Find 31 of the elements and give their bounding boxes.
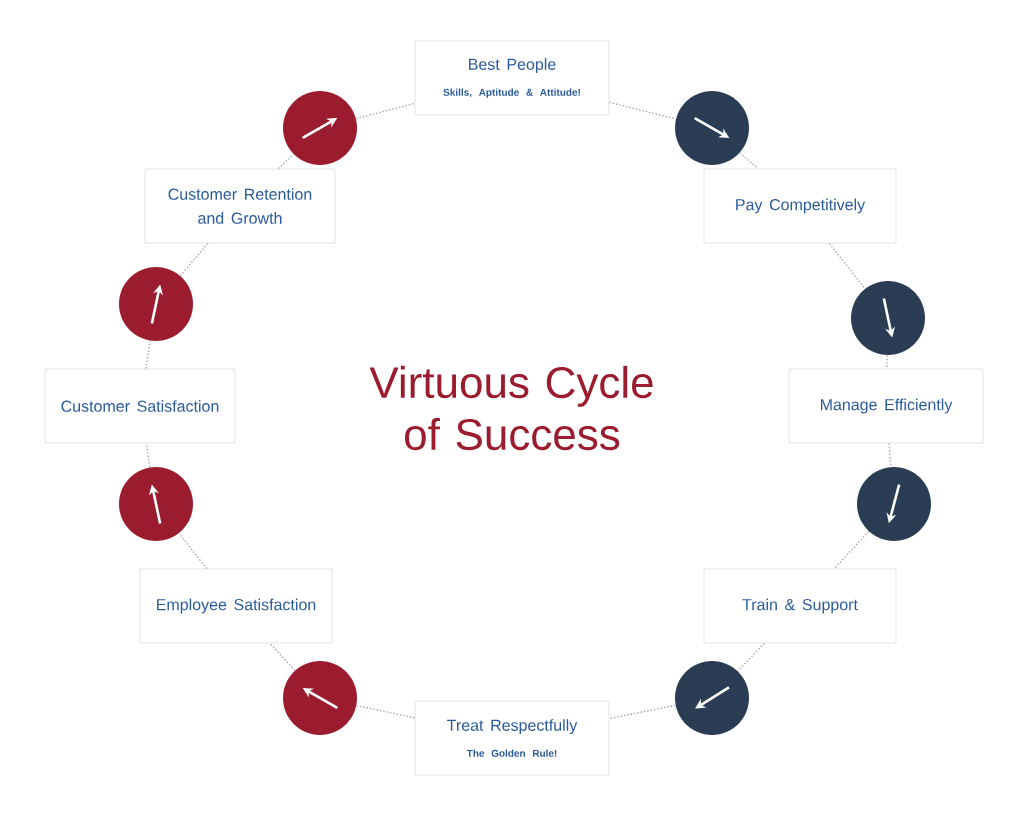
circle-badge xyxy=(119,467,193,541)
connector xyxy=(739,152,759,170)
connector xyxy=(828,242,866,290)
connector xyxy=(145,340,151,370)
connector xyxy=(888,442,892,468)
circle-badge xyxy=(675,91,749,165)
connector xyxy=(608,704,677,720)
step-box: Manage Efficiently xyxy=(788,368,984,444)
step-box: Train & Support xyxy=(703,568,897,644)
step-box: Pay Competitively xyxy=(703,168,897,244)
step-box: Employee Satisfaction xyxy=(139,568,333,644)
circle-badge xyxy=(851,281,925,355)
connector xyxy=(179,242,209,277)
circle-badge xyxy=(119,267,193,341)
step-box: Customer Satisfaction xyxy=(44,368,236,444)
circle-badge xyxy=(283,91,357,165)
connector xyxy=(737,642,765,672)
connector xyxy=(277,153,294,170)
connector xyxy=(145,442,151,468)
step-box: Customer Retention and Growth xyxy=(144,168,336,244)
connector xyxy=(886,354,888,370)
title: Virtuous Cycle of Success xyxy=(369,365,653,451)
circle-badge xyxy=(675,661,749,735)
connector xyxy=(269,642,296,672)
circle-badge xyxy=(283,661,357,735)
connector xyxy=(608,101,677,120)
circle-badge xyxy=(857,467,931,541)
connector xyxy=(355,704,416,719)
connector xyxy=(833,530,870,570)
connector xyxy=(355,102,416,120)
connector xyxy=(178,532,208,570)
